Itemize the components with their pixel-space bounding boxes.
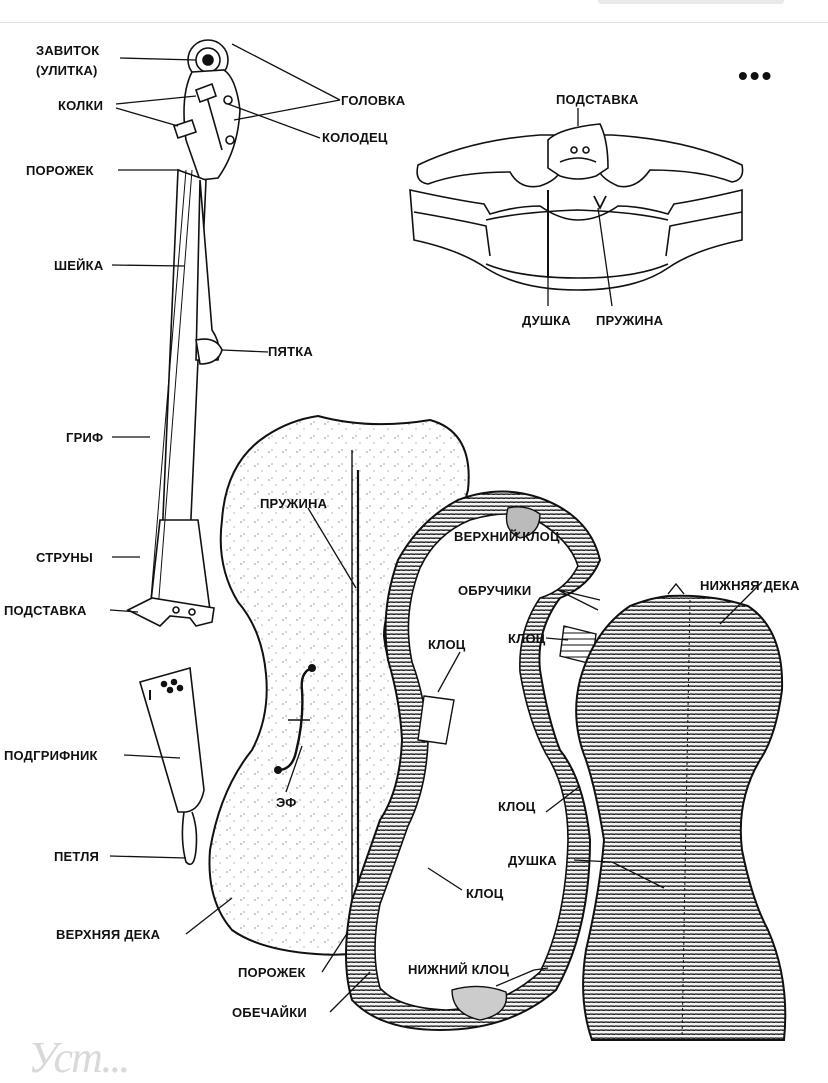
label-tailpiece: ПОДГРИФНИК (4, 748, 98, 763)
label-neck: ШЕЙКА (54, 258, 104, 273)
label-ribs: ОБЕЧАЙКИ (232, 1005, 307, 1020)
label-nut-bottom: ПОРОЖЕК (238, 965, 306, 980)
violin-side-view (126, 39, 241, 866)
label-bridge-top: ПОДСТАВКА (556, 92, 639, 107)
label-soundpost-inner: ДУШКА (508, 853, 557, 868)
label-pegs: КОЛКИ (58, 98, 104, 113)
label-heel: ПЯТКА (268, 344, 313, 359)
label-bass-bar-inner: ПРУЖИНА (260, 496, 328, 511)
label-block-d: КЛОЦ (466, 886, 504, 901)
label-back-plate: НИЖНЯЯ ДЕКА (700, 578, 800, 593)
label-pegbox: КОЛОДЕЦ (322, 130, 388, 145)
top-bar (0, 0, 828, 23)
label-soundpost-top: ДУШКА (522, 313, 571, 328)
label-scroll: ЗАВИТОК (36, 43, 100, 58)
top-tab-indicator (598, 0, 784, 4)
leader-lines (109, 43, 763, 1013)
label-upper-block: ВЕРХНИЙ КЛОЦ (454, 529, 560, 544)
label-loop: ПЕТЛЯ (54, 849, 100, 864)
more-horizontal-icon[interactable]: ••• (738, 60, 774, 91)
label-fingerboard: ГРИФ (66, 430, 104, 445)
label-block-c: КЛОЦ (498, 799, 536, 814)
watermark: Уст... (28, 1033, 130, 1082)
label-block-a: КЛОЦ (428, 637, 466, 652)
label-lower-block: НИЖНИЙ КЛОЦ (408, 962, 510, 977)
cross-section-view (409, 123, 744, 291)
label-f-hole: ЭФ (276, 795, 297, 810)
back-plate-drawing (575, 582, 787, 1041)
label-bridge-left: ПОДСТАВКА (4, 603, 87, 618)
label-head: ГОЛОВКА (341, 93, 406, 108)
label-strings: СТРУНЫ (36, 550, 93, 565)
label-linings: ОБРУЧИКИ (458, 583, 532, 598)
label-block-b: КЛОЦ (508, 631, 546, 646)
label-bass-bar-top: ПРУЖИНА (596, 313, 664, 328)
label-nut-top: ПОРОЖЕК (26, 163, 94, 178)
label-top-plate: ВЕРХНЯЯ ДЕКА (56, 927, 161, 942)
label-scroll-alt: (УЛИТКА) (36, 63, 98, 78)
ribs-frame-drawing (345, 490, 602, 1032)
diagram-drawing (109, 39, 787, 1041)
